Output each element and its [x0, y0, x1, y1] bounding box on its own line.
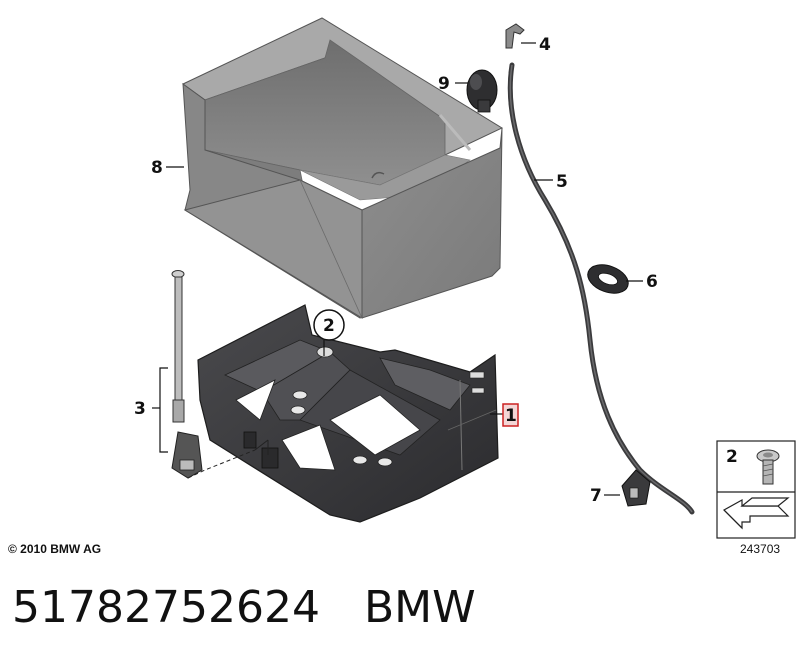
- legend-qty-label: 2: [726, 447, 738, 467]
- callout-9[interactable]: 9: [438, 74, 450, 94]
- hose-clip-part: [621, 469, 651, 507]
- screw-icon: [756, 449, 780, 485]
- leader-lines: [166, 42, 643, 496]
- copyright-text: © 2010 BMW AG: [8, 542, 101, 556]
- battery-box-part: [182, 17, 504, 319]
- callout-3-bracket: [152, 367, 168, 453]
- callout-7[interactable]: 7: [590, 486, 602, 506]
- hold-down-rod-part: [171, 270, 269, 479]
- callout-3[interactable]: 3: [134, 399, 146, 419]
- callout-2[interactable]: 2: [323, 316, 335, 336]
- part-number-line: 51782752624 BMW: [12, 582, 476, 633]
- connector-part: [505, 23, 525, 49]
- part-number: 51782752624: [12, 582, 320, 633]
- callout-8[interactable]: 8: [151, 158, 163, 178]
- brand-name: BMW: [363, 582, 476, 633]
- diagram-number: 243703: [740, 542, 780, 556]
- callout-6[interactable]: 6: [646, 272, 658, 292]
- callout-1[interactable]: 1: [505, 406, 517, 426]
- legend-box: 2: [716, 440, 796, 539]
- callout-5[interactable]: 5: [556, 172, 568, 192]
- callout-1-highlight-box: [502, 403, 519, 427]
- grommet-part: [466, 69, 498, 113]
- direction-arrow-icon: [723, 497, 790, 530]
- hose-grommet-part: [587, 264, 629, 294]
- vent-hose-highlight: [509, 64, 693, 513]
- callout-2-circle: [313, 309, 345, 341]
- battery-tray-part: [197, 304, 499, 523]
- callout-4[interactable]: 4: [539, 35, 551, 55]
